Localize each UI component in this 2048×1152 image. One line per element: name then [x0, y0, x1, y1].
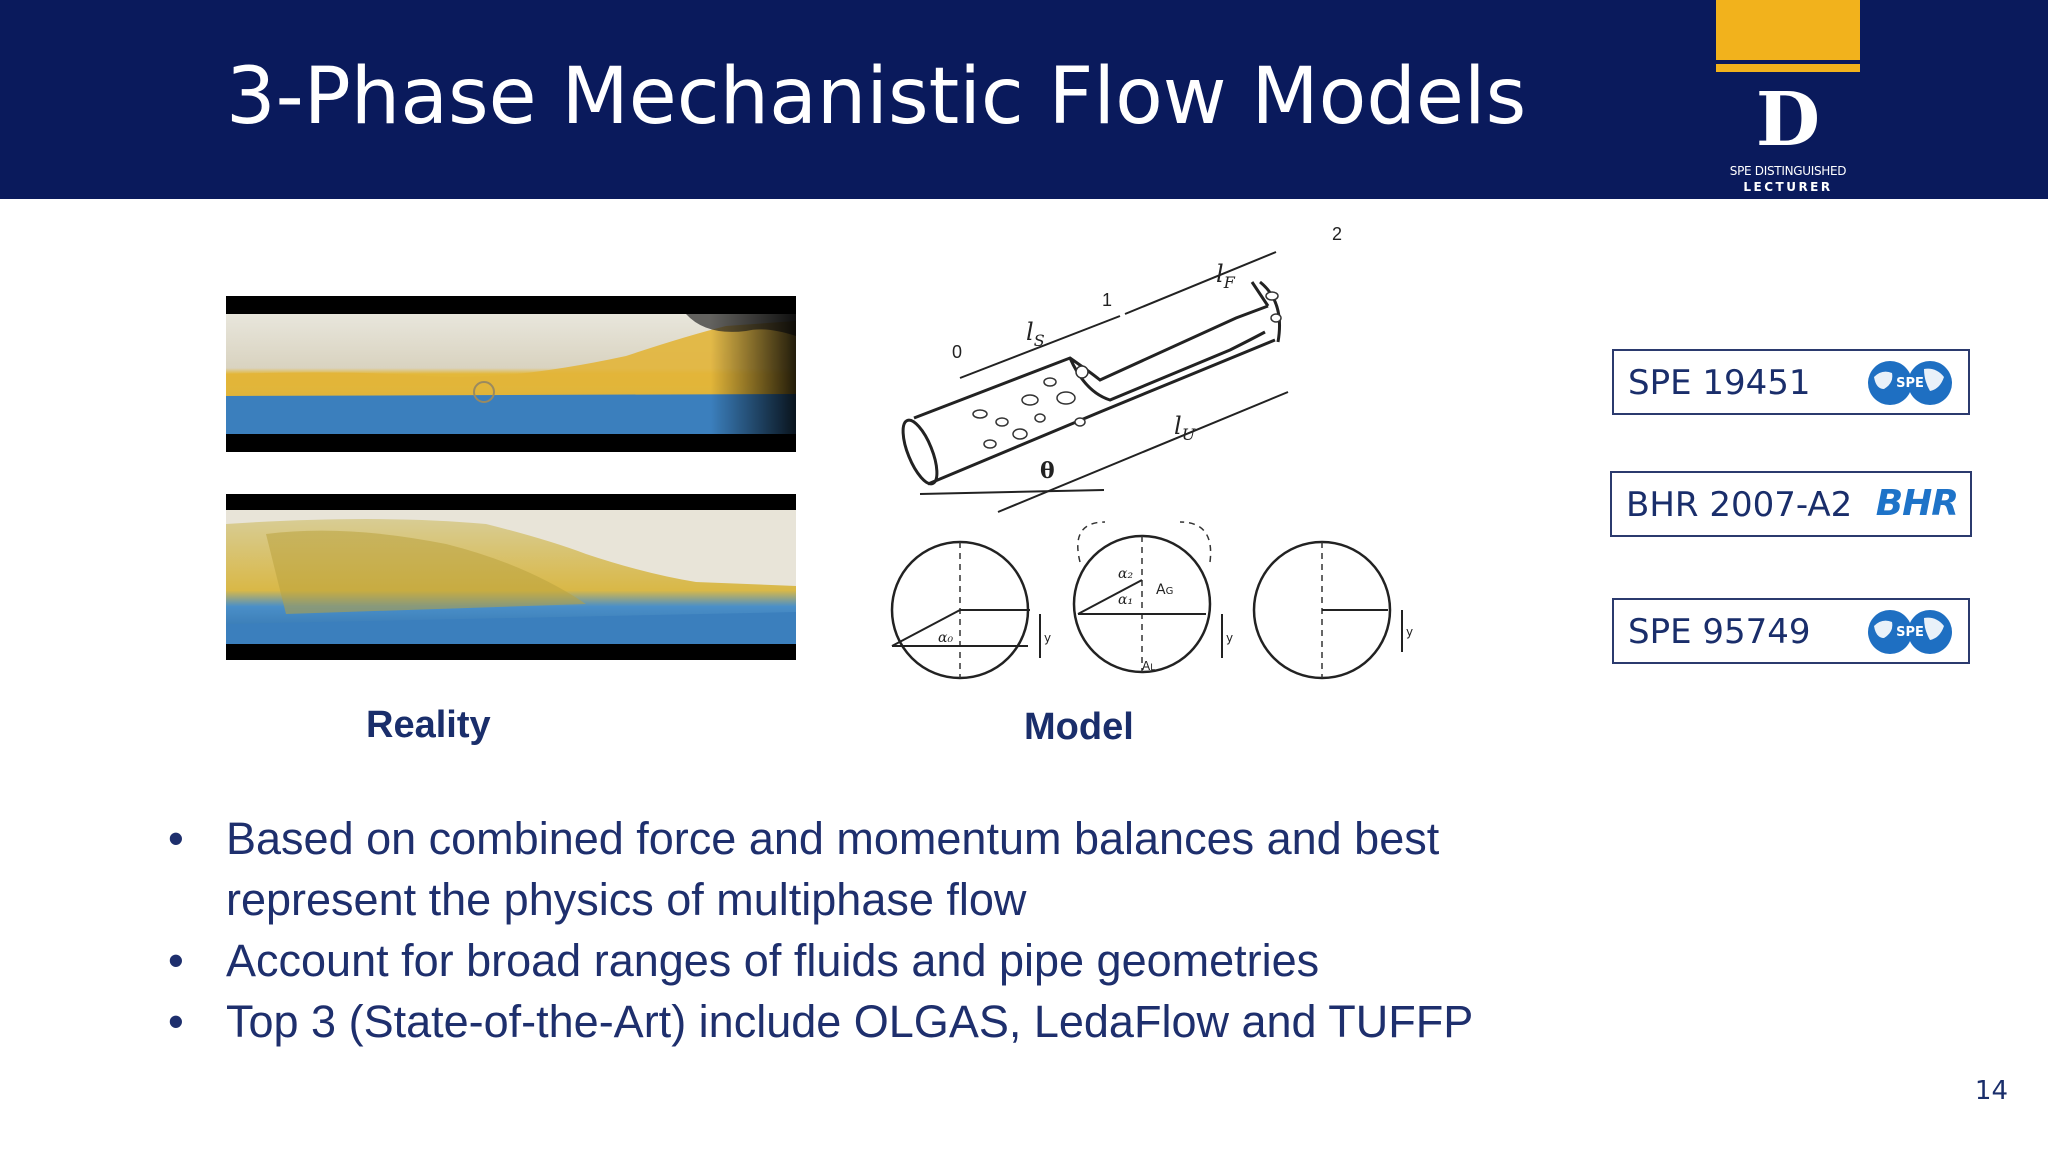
label-al-sub: L: [1150, 663, 1155, 673]
label-theta: θ: [1040, 458, 1055, 484]
svg-text:AL: AL: [1142, 659, 1155, 673]
spe-icon-text: SPE: [1896, 625, 1924, 640]
svg-text:lU: lU: [1174, 412, 1196, 444]
logo-gold-block: [1716, 0, 1860, 60]
spe-international-globe-icon: SPE: [1868, 361, 1952, 405]
bullet-item: • Account for broad ranges of fluids and…: [168, 930, 1588, 991]
reference-label: BHR 2007-A2: [1626, 485, 1853, 525]
label-alpha0: α₀: [938, 630, 953, 646]
logo-letter: D: [1755, 77, 1821, 163]
svg-text:AG: AG: [1156, 582, 1173, 598]
logo-gold-stripe: [1716, 64, 1860, 72]
label-ag-sub: G: [1166, 586, 1174, 597]
reality-caption: Reality: [366, 704, 491, 746]
label-lf-sub: F: [1223, 273, 1236, 292]
diagram-label-0: 0: [952, 342, 962, 362]
page-number: 14: [1974, 1076, 2008, 1106]
diagram-label-2: 2: [1332, 224, 1342, 244]
diagram-label-1: 1: [1102, 290, 1112, 310]
bullet-text: Based on combined force and momentum bal…: [226, 813, 1440, 925]
label-lf: l: [1216, 260, 1224, 288]
reference-bhr-2007-a2: BHR 2007-A2 BHR: [1610, 471, 1972, 537]
bullet-dot: •: [168, 935, 184, 986]
spe-icon-text: SPE: [1896, 376, 1924, 391]
flow-photo-stratified: [226, 296, 796, 452]
svg-text:lS: lS: [1026, 318, 1045, 350]
bullet-item: • Top 3 (State-of-the-Art) include OLGAS…: [168, 991, 1588, 1052]
label-al: A: [1142, 659, 1151, 673]
spe-distinguished-lecturer-logo: D SPE DISTINGUISHED LECTURER: [1716, 0, 1860, 199]
label-alpha2: α₂: [1118, 566, 1133, 582]
slug-flow-model-diagram: 0 1 2 lS lF lU θ α₀ α₁ α₂ AG AL y y y: [890, 224, 1413, 680]
spe-international-globe-icon: SPE: [1868, 610, 1952, 654]
header-bar: [0, 0, 2048, 199]
bullet-dot: •: [168, 813, 184, 864]
reference-spe-95749: SPE 95749 SPE: [1612, 598, 1970, 664]
logo-line-2: LECTURER: [1743, 180, 1833, 194]
label-lu-sub: U: [1182, 425, 1196, 444]
bullet-text: Top 3 (State-of-the-Art) include OLGAS, …: [226, 996, 1474, 1047]
label-lu: l: [1174, 412, 1182, 440]
label-ag: A: [1156, 582, 1166, 598]
bullet-list: • Based on combined force and momentum b…: [168, 808, 1588, 1052]
slide-title: 3-Phase Mechanistic Flow Models: [226, 52, 1527, 142]
label-y-1: y: [1044, 631, 1051, 645]
flow-photo-slug: [226, 494, 796, 660]
reference-label: SPE 19451: [1628, 363, 1811, 403]
model-caption: Model: [1024, 706, 1134, 748]
reference-spe-19451: SPE 19451 SPE: [1612, 349, 1970, 415]
label-y-3: y: [1406, 625, 1413, 639]
svg-text:lF: lF: [1216, 260, 1236, 292]
bullet-dot: •: [168, 996, 184, 1047]
bullet-item: • Based on combined force and momentum b…: [168, 808, 1588, 930]
label-ls: l: [1026, 318, 1034, 346]
reference-label: SPE 95749: [1628, 612, 1811, 652]
label-y-2: y: [1226, 631, 1233, 645]
logo-line-1: SPE DISTINGUISHED: [1729, 164, 1847, 178]
bullet-text: Account for broad ranges of fluids and p…: [226, 935, 1320, 986]
label-alpha1: α₁: [1118, 592, 1133, 608]
bhr-logo: BHR: [1875, 483, 1959, 524]
label-ls-sub: S: [1034, 331, 1045, 350]
